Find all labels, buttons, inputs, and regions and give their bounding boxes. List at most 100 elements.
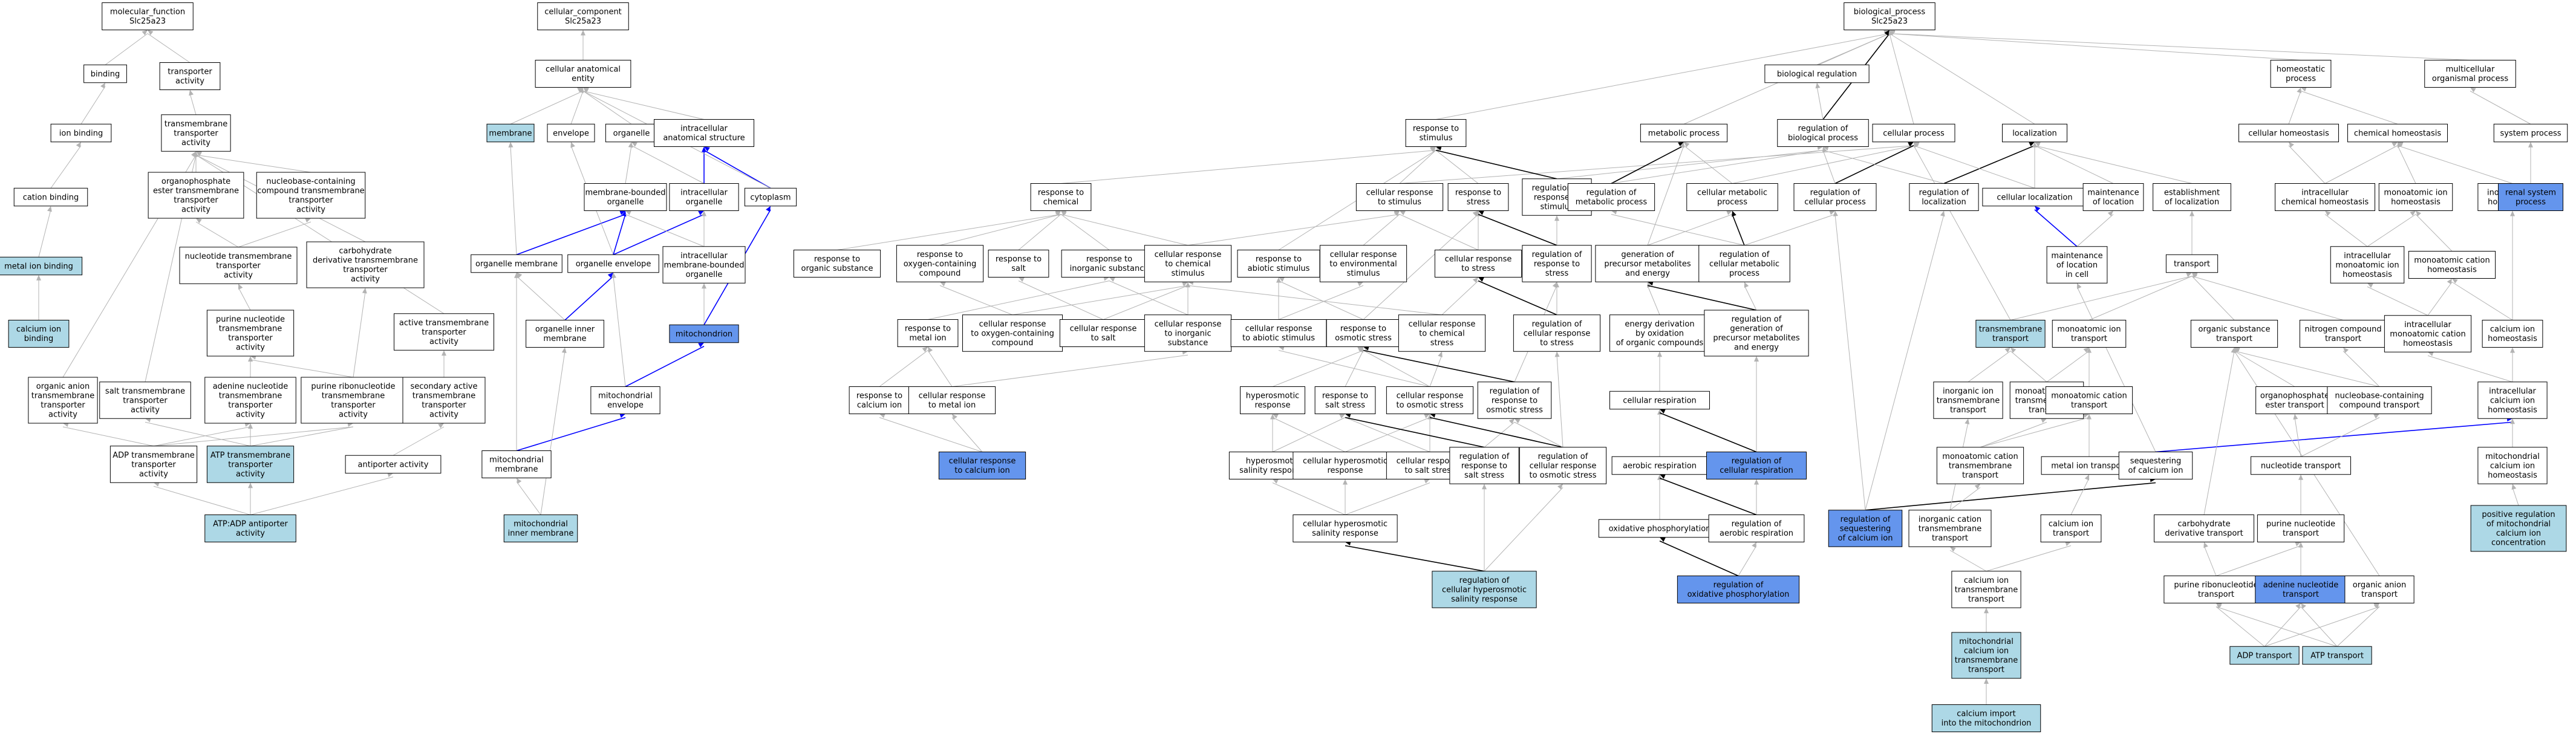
go-term-node-metal-ion-binding[interactable]: metal ion binding xyxy=(0,256,83,276)
go-term-node-organelle[interactable]: organelle xyxy=(605,123,658,143)
go-term-node-aerobic-respiration[interactable]: aerobic respiration xyxy=(1611,456,1708,475)
go-term-node-membrane[interactable]: membrane xyxy=(486,123,535,143)
go-term-node-system-process[interactable]: system process xyxy=(2493,123,2568,143)
go-term-node-cytoplasm[interactable]: cytoplasm xyxy=(744,187,797,207)
go-term-node-cellular-homeostasis[interactable]: cellular homeostasis xyxy=(2239,123,2339,143)
go-term-node-organelle-membrane[interactable]: organelle membrane xyxy=(471,254,562,273)
go-term-node-binding[interactable]: binding xyxy=(83,64,127,83)
go-term-node-purine-nucleotide-tm[interactable]: purine nucleotidetransmembranetransporte… xyxy=(206,310,295,357)
go-term-node-cation-binding[interactable]: cation binding xyxy=(13,187,88,207)
go-term-node-nucleotide-tm[interactable]: nucleotide transmembranetransporteractiv… xyxy=(179,247,298,284)
go-term-node-metabolic-process[interactable]: metabolic process xyxy=(1640,123,1728,143)
go-term-node-organelle-envelope[interactable]: organelle envelope xyxy=(567,254,659,273)
go-term-node-localization[interactable]: localization xyxy=(2002,123,2067,143)
go-term-node-transport[interactable]: transport xyxy=(2165,254,2219,273)
go-term-node-cellular-respiration[interactable]: cellular respiration xyxy=(1609,391,1710,410)
go-term-node-cellular-process[interactable]: cellular process xyxy=(1872,123,1955,143)
go-term-node-organic-anion-tm[interactable]: organic aniontransmembranetransporteract… xyxy=(28,377,98,424)
go-term-node-secondary-active-tm[interactable]: secondary activetransmembranetransporter… xyxy=(402,377,486,424)
go-term-node-atp-transport[interactable]: ATP transport xyxy=(2302,646,2372,665)
go-term-node-mitochondrion[interactable]: mitochondrion xyxy=(669,324,739,343)
go-term-node-oxidative-phosphorylation[interactable]: oxidative phosphorylation xyxy=(1598,519,1721,538)
go-term-node-adp-transport[interactable]: ADP transport xyxy=(2229,646,2300,665)
go-term-node-chemical-homeostasis[interactable]: chemical homeostasis xyxy=(2347,123,2448,143)
go-term-node-cellular-localization[interactable]: cellular localization xyxy=(1982,187,2087,207)
go-term-node-purine-ribonucleotide-tm[interactable]: purine ribonucleotidetransmembranetransp… xyxy=(301,377,406,424)
go-term-node-biological-regulation[interactable]: biological regulation xyxy=(1764,64,1870,83)
